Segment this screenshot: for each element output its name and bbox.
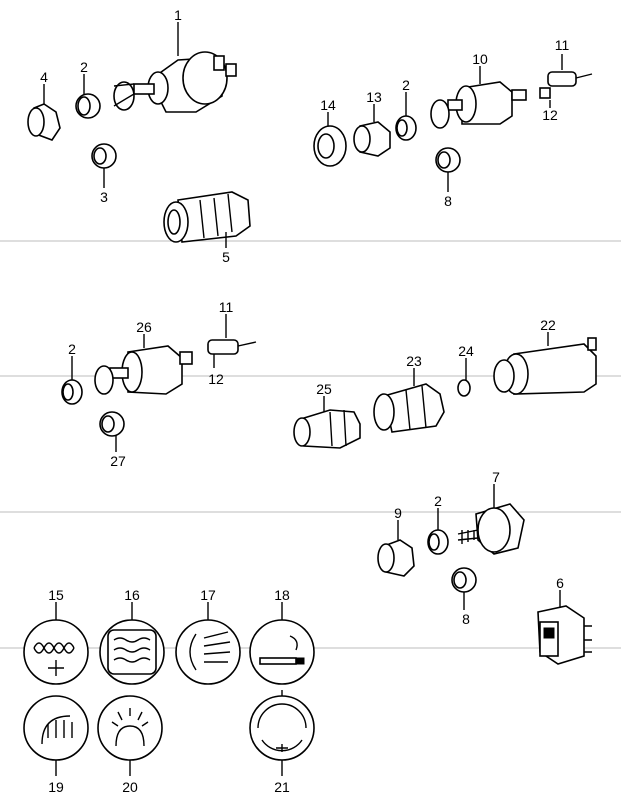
label-19: 19 bbox=[48, 779, 64, 795]
label-11b: 11 bbox=[219, 299, 234, 315]
label-9: 9 bbox=[394, 505, 402, 521]
symbol-18-cigarette bbox=[249, 602, 315, 685]
label-2d: 2 bbox=[434, 493, 442, 509]
label-2a: 2 bbox=[80, 59, 88, 75]
part-2-grommet-b bbox=[395, 92, 417, 141]
label-8a: 8 bbox=[444, 193, 452, 209]
label-10: 10 bbox=[472, 51, 488, 67]
part-13-knob bbox=[353, 104, 391, 157]
label-21: 21 bbox=[274, 779, 290, 795]
symbol-15-rear-heater bbox=[23, 602, 89, 685]
part-7-rotary-switch bbox=[457, 484, 525, 555]
label-26: 26 bbox=[136, 319, 152, 335]
part-10-pull-switch bbox=[430, 66, 527, 129]
part-14-ring bbox=[313, 112, 347, 167]
label-17: 17 bbox=[200, 587, 216, 603]
part-25-lighter-element bbox=[293, 396, 361, 449]
symbol-20-interior-light bbox=[97, 695, 163, 776]
label-23: 23 bbox=[406, 353, 422, 369]
part-26-pull-switch bbox=[94, 334, 193, 395]
label-2c: 2 bbox=[68, 341, 76, 357]
label-6: 6 bbox=[556, 575, 564, 591]
part-2-grommet-c bbox=[61, 356, 83, 405]
symbol-21-ring-indicator bbox=[249, 690, 315, 776]
symbol-19-dash-light bbox=[23, 695, 89, 776]
part-27-grommet bbox=[99, 411, 125, 452]
label-18: 18 bbox=[274, 587, 290, 603]
part-23-lighter-housing bbox=[373, 368, 445, 433]
symbol-16-heated-window bbox=[99, 602, 165, 685]
part-9-knob bbox=[377, 520, 415, 577]
part-3-grommet bbox=[91, 143, 117, 188]
label-2b: 2 bbox=[402, 77, 410, 93]
part-4-knob bbox=[27, 84, 61, 141]
label-1: 1 bbox=[174, 7, 182, 23]
label-5: 5 bbox=[222, 249, 230, 265]
part-5-lighter-socket bbox=[163, 191, 251, 248]
part-24-small-nut bbox=[457, 358, 471, 397]
label-14: 14 bbox=[320, 97, 336, 113]
part-8-grommet-a bbox=[435, 147, 461, 192]
label-16: 16 bbox=[124, 587, 140, 603]
symbol-17-fog-light bbox=[175, 602, 241, 685]
label-22: 22 bbox=[540, 317, 556, 333]
label-4: 4 bbox=[40, 69, 48, 85]
part-22-lighter-complete bbox=[493, 332, 597, 395]
part-1-pull-switch bbox=[113, 22, 237, 113]
label-11a: 11 bbox=[555, 37, 570, 53]
label-7: 7 bbox=[492, 469, 500, 485]
part-8-grommet-b bbox=[451, 567, 477, 610]
part-2-grommet-a bbox=[75, 74, 101, 119]
part-6-rocker-switch bbox=[537, 590, 592, 665]
label-27: 27 bbox=[110, 453, 126, 469]
label-12b: 12 bbox=[208, 371, 224, 387]
label-15: 15 bbox=[48, 587, 64, 603]
part-2-grommet-d bbox=[427, 508, 449, 555]
label-8b: 8 bbox=[462, 611, 470, 627]
label-3: 3 bbox=[100, 189, 108, 205]
label-20: 20 bbox=[122, 779, 138, 795]
label-25: 25 bbox=[316, 381, 332, 397]
part-12-bulb-holder bbox=[539, 87, 551, 108]
part-11-bulb-b bbox=[207, 314, 257, 355]
callout-labels: 1 2 4 3 5 11 10 2 13 14 12 8 11 26 2 12 … bbox=[40, 7, 569, 795]
label-12a: 12 bbox=[542, 107, 558, 123]
label-13: 13 bbox=[366, 89, 382, 105]
part-11-bulb bbox=[547, 54, 593, 87]
label-24: 24 bbox=[458, 343, 474, 359]
